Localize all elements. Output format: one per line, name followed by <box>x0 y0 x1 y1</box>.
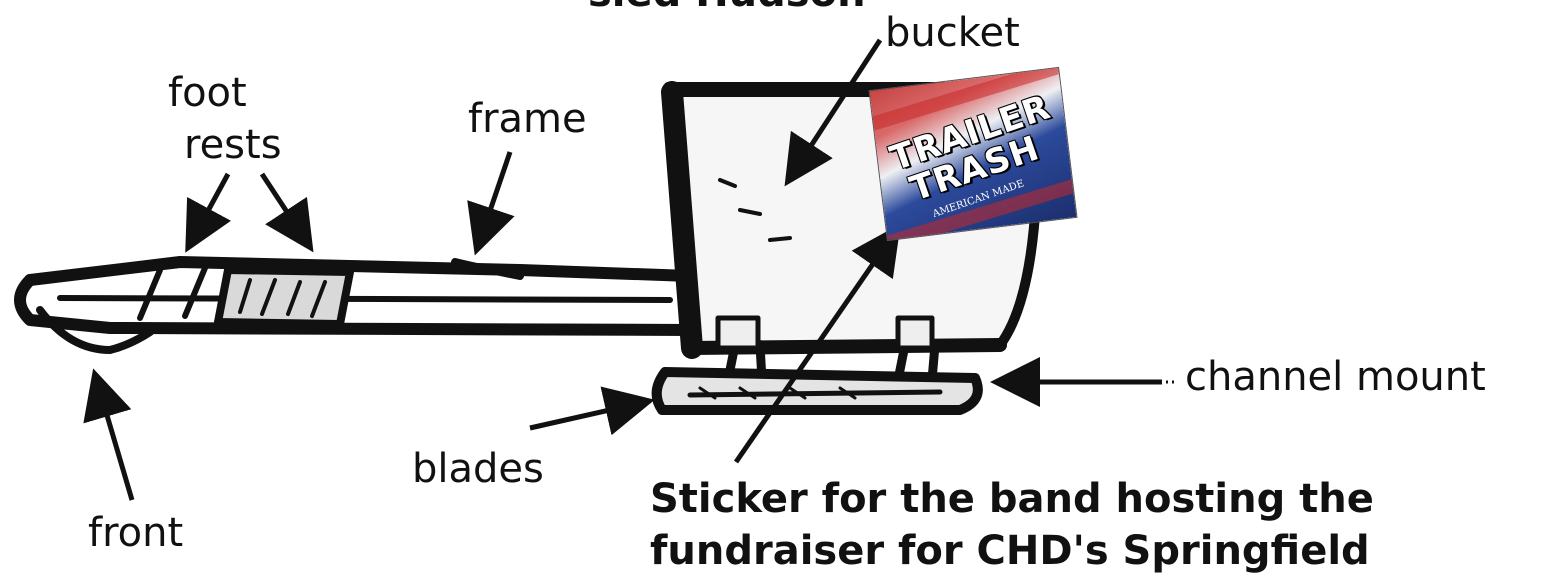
arrow-blades <box>530 402 645 428</box>
caption-line-2: fundraiser for CHD's Springfield <box>650 528 1370 574</box>
label-top-cut: sled Hudson <box>588 0 866 16</box>
label-channel-mount: channel mount <box>1185 354 1486 400</box>
arrow-foot-rest-left <box>190 174 228 244</box>
label-blades: blades <box>412 446 544 492</box>
arrow-front <box>96 378 132 500</box>
caption-line-1: Sticker for the band hosting the <box>650 476 1374 522</box>
label-rests: rests <box>184 122 282 168</box>
arrow-foot-rest-right <box>262 174 308 244</box>
sled-diagram: TRAILER TRASH AMERICAN MADE sled Hudson … <box>0 0 1554 560</box>
label-foot: foot <box>168 70 247 116</box>
arrow-frame <box>478 152 510 246</box>
trailer-trash-sticker: TRAILER TRASH AMERICAN MADE <box>868 67 1077 241</box>
blades-shape <box>657 372 978 410</box>
label-frame: frame <box>468 96 587 142</box>
label-bucket: bucket <box>885 10 1020 56</box>
label-front: front <box>88 510 183 556</box>
frame-shape <box>20 262 692 350</box>
